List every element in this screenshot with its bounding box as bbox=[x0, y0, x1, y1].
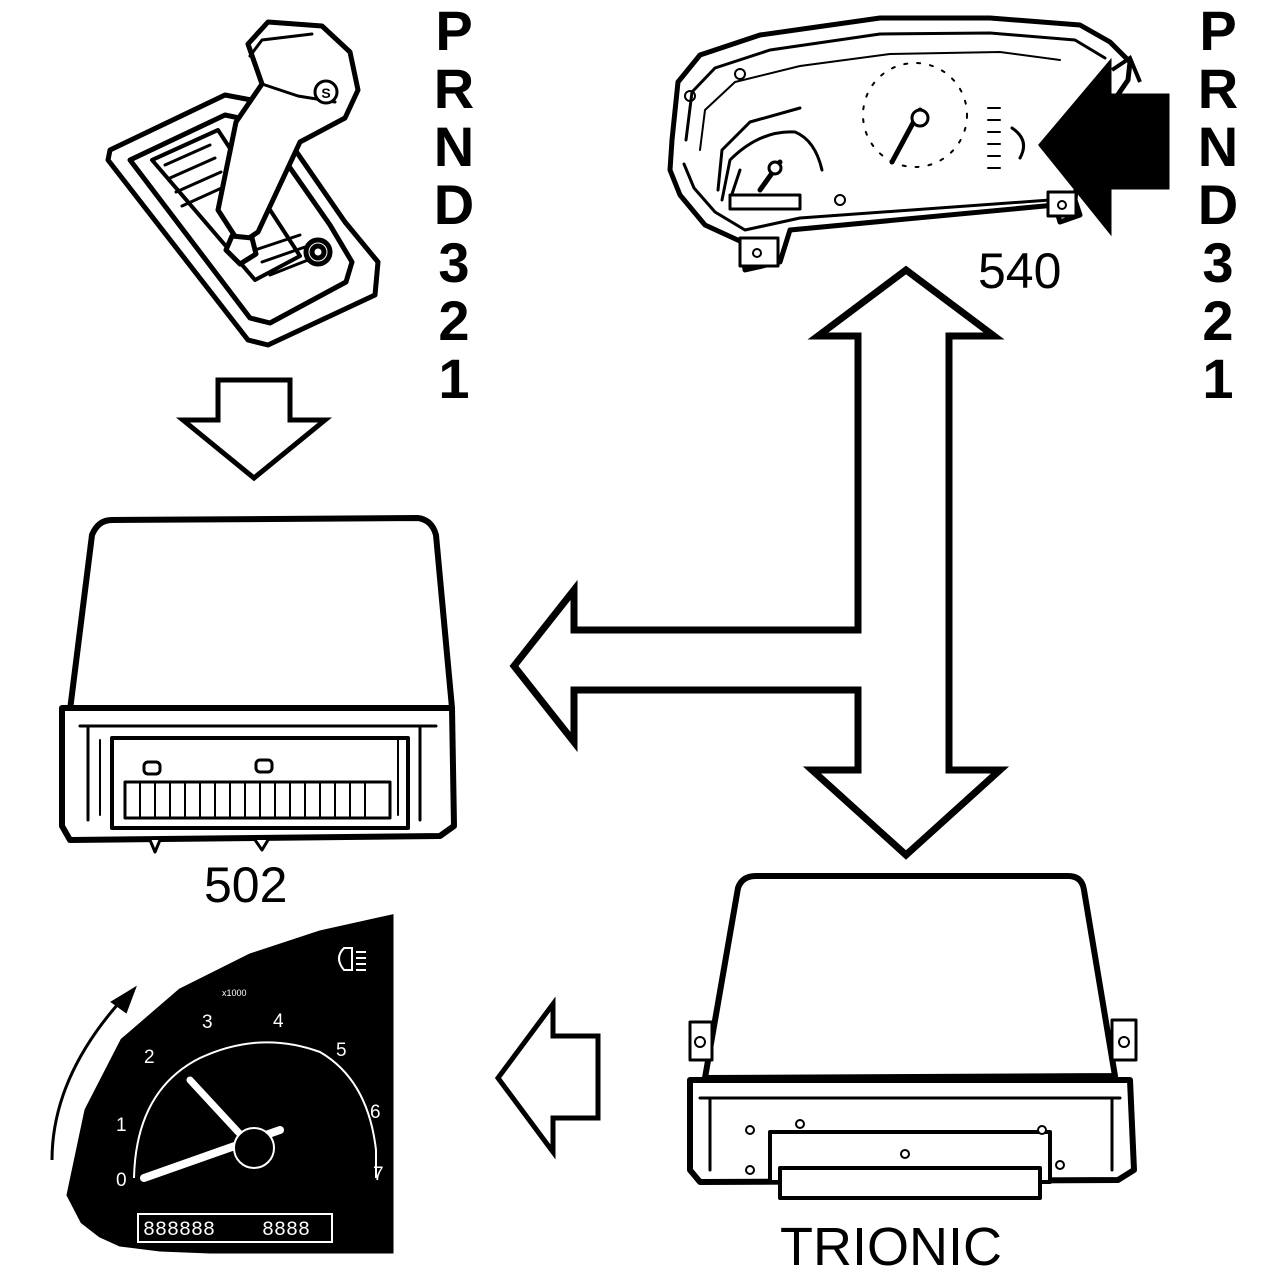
gear-position-label: N bbox=[1197, 115, 1239, 178]
gear-position-label: 1 bbox=[1202, 347, 1234, 410]
gear-positions-right: P R N D 3 2 1 bbox=[1188, 2, 1248, 408]
gear-position-label: 3 bbox=[1202, 231, 1234, 294]
tach-mark-6: 6 bbox=[370, 1102, 381, 1123]
gear-position-label: 2 bbox=[438, 289, 470, 352]
rotation-arrow-icon bbox=[50, 1003, 120, 1161]
gear-position-label: 3 bbox=[438, 231, 470, 294]
odometer-left: 888888 bbox=[143, 1219, 215, 1242]
tachometer-icon: 0 1 2 3 4 5 6 7 x1000 888888 8888 bbox=[66, 914, 394, 1254]
gear-position-label: R bbox=[1197, 57, 1239, 120]
gear-shifter-icon bbox=[105, 19, 381, 348]
tach-mark-4: 4 bbox=[273, 1011, 284, 1032]
tach-unit: x1000 bbox=[222, 988, 247, 998]
gear-position-label: D bbox=[433, 173, 475, 236]
gear-positions-left: P R N D 3 2 1 bbox=[424, 2, 484, 408]
tach-mark-1: 1 bbox=[116, 1115, 127, 1136]
arrow-tail bbox=[1110, 54, 1142, 83]
tach-mark-2: 2 bbox=[144, 1047, 155, 1068]
tach-mark-3: 3 bbox=[202, 1012, 213, 1033]
gear-position-label: P bbox=[435, 0, 473, 62]
tcm-label: 502 bbox=[204, 857, 288, 913]
pointer-arrow-icon bbox=[1038, 57, 1170, 237]
tach-mark-0: 0 bbox=[116, 1170, 127, 1191]
lamp-icon bbox=[338, 947, 366, 971]
left-arrow-icon bbox=[494, 996, 601, 1160]
gear-position-label: 1 bbox=[438, 347, 470, 410]
gear-position-label: N bbox=[433, 115, 475, 178]
gear-position-label: P bbox=[1199, 0, 1237, 62]
tach-mark-5: 5 bbox=[336, 1040, 347, 1061]
ecm-label: TRIONIC bbox=[780, 1217, 1002, 1277]
communication-arrows-icon bbox=[509, 265, 1010, 860]
trionic-module-icon bbox=[687, 873, 1138, 1200]
gear-position-label: 2 bbox=[1202, 289, 1234, 352]
rotation-arrow-head bbox=[110, 985, 137, 1014]
gear-position-label: R bbox=[433, 57, 475, 120]
odometer-right: 8888 bbox=[262, 1219, 310, 1242]
control-module-icon bbox=[59, 515, 457, 854]
instrument-cluster-icon bbox=[667, 15, 1133, 273]
shifter-badge: S bbox=[321, 85, 330, 101]
instrument-cluster-label: 540 bbox=[978, 243, 1062, 299]
tach-mark-7: 7 bbox=[373, 1164, 384, 1185]
gear-position-label: D bbox=[1197, 173, 1239, 236]
down-arrow-icon bbox=[175, 377, 333, 482]
